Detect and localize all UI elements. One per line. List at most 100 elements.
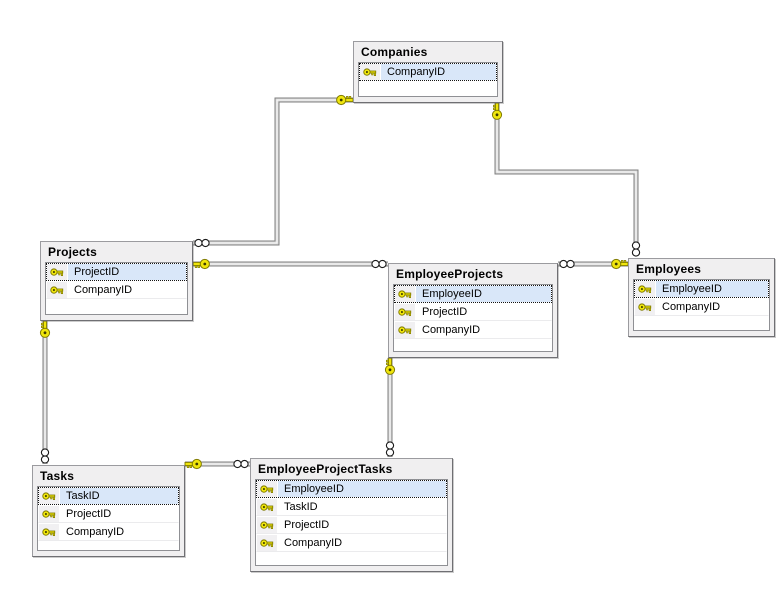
many-side-infinity-icon [194, 238, 210, 248]
relationship-employeeprojects-employeeprojecttasks[interactable] [384, 357, 396, 457]
column-row-companyid[interactable]: CompanyID [38, 523, 179, 541]
primary-key-icon [397, 325, 411, 334]
column-name: EmployeeID [656, 281, 768, 297]
key-icon-cell [360, 64, 381, 80]
columns-grid: EmployeeID ProjectID CompanyID [393, 284, 553, 352]
primary-key-icon [362, 67, 376, 76]
column-name: TaskID [60, 488, 178, 504]
key-icon-cell [257, 517, 278, 533]
one-side-key-icon [611, 258, 629, 270]
key-icon-cell [39, 506, 60, 522]
column-row-companyid[interactable]: CompanyID [359, 63, 497, 81]
column-row-companyid[interactable]: CompanyID [46, 281, 187, 299]
columns-grid: ProjectID CompanyID [45, 262, 188, 315]
primary-key-icon [259, 484, 273, 493]
column-name: EmployeeID [416, 286, 551, 302]
key-icon-cell [39, 488, 60, 504]
one-side-key-icon [184, 458, 202, 470]
relationship-tasks-employeeprojecttasks[interactable] [184, 458, 250, 470]
column-name: ProjectID [66, 508, 112, 520]
column-row-projectid[interactable]: ProjectID [46, 263, 187, 281]
one-side-key-icon [192, 258, 210, 270]
relationship-companies-employees[interactable] [491, 102, 641, 257]
primary-key-icon [259, 538, 273, 547]
column-row-companyid[interactable]: CompanyID [634, 298, 769, 316]
primary-key-icon [259, 520, 273, 529]
many-side-infinity-icon [233, 459, 249, 469]
column-name: CompanyID [66, 526, 125, 538]
column-row-employeeid[interactable]: EmployeeID [256, 480, 447, 498]
primary-key-icon [397, 307, 411, 316]
relationship-projects-tasks[interactable] [39, 320, 51, 464]
primary-key-icon [41, 509, 55, 518]
one-side-key-icon [384, 357, 396, 375]
column-name: EmployeeID [278, 481, 446, 497]
key-icon-cell [635, 299, 656, 315]
column-name: ProjectID [422, 306, 468, 318]
column-name: CompanyID [74, 284, 133, 296]
many-side-infinity-icon [371, 259, 387, 269]
relationship-companies-projects[interactable] [193, 94, 354, 248]
relationship-employees-employeeprojects[interactable] [558, 258, 629, 270]
key-icon-cell [395, 322, 416, 338]
key-icon-cell [257, 481, 278, 497]
table-title: Companies [361, 45, 428, 59]
column-name: CompanyID [381, 64, 496, 80]
columns-grid: CompanyID [358, 62, 498, 97]
one-side-key-icon [336, 94, 354, 106]
column-row-projectid[interactable]: ProjectID [38, 505, 179, 523]
table-title: Projects [48, 245, 97, 259]
key-icon-cell [257, 535, 278, 551]
primary-key-icon [49, 267, 63, 276]
primary-key-icon [49, 285, 63, 294]
column-row-taskid[interactable]: TaskID [38, 487, 179, 505]
primary-key-icon [41, 491, 55, 500]
column-name: ProjectID [284, 519, 330, 531]
key-icon-cell [635, 281, 656, 297]
key-icon-cell [395, 304, 416, 320]
many-side-infinity-icon [559, 259, 575, 269]
column-row-taskid[interactable]: TaskID [256, 498, 447, 516]
key-icon-cell [47, 282, 68, 298]
key-icon-cell [47, 264, 68, 280]
column-row-projectid[interactable]: ProjectID [256, 516, 447, 534]
key-icon-cell [257, 499, 278, 515]
columns-grid: TaskID ProjectID CompanyID [37, 486, 180, 551]
primary-key-icon [637, 302, 651, 311]
table-title: Employees [636, 262, 702, 276]
table-title: EmployeeProjectTasks [258, 462, 393, 476]
column-row-companyid[interactable]: CompanyID [256, 534, 447, 552]
key-icon-cell [39, 524, 60, 540]
primary-key-icon [41, 527, 55, 536]
column-name: CompanyID [662, 301, 721, 313]
columns-grid: EmployeeID TaskID ProjectID CompanyID [255, 479, 448, 566]
many-side-infinity-icon [385, 441, 395, 457]
column-row-employeeid[interactable]: EmployeeID [634, 280, 769, 298]
primary-key-icon [637, 284, 651, 293]
relationship-projects-employeeprojects[interactable] [192, 258, 388, 270]
column-row-companyid[interactable]: CompanyID [394, 321, 552, 339]
column-name: CompanyID [284, 537, 343, 549]
column-row-employeeid[interactable]: EmployeeID [394, 285, 552, 303]
many-side-infinity-icon [40, 448, 50, 464]
column-row-projectid[interactable]: ProjectID [394, 303, 552, 321]
table-title: Tasks [40, 469, 75, 483]
table-title: EmployeeProjects [396, 267, 504, 281]
key-icon-cell [395, 286, 416, 302]
columns-grid: EmployeeID CompanyID [633, 279, 770, 331]
primary-key-icon [397, 289, 411, 298]
one-side-key-icon [39, 320, 51, 338]
column-name: TaskID [284, 501, 318, 513]
one-side-key-icon [491, 102, 503, 120]
column-name: CompanyID [422, 324, 481, 336]
column-name: ProjectID [68, 264, 186, 280]
many-side-infinity-icon [631, 241, 641, 257]
